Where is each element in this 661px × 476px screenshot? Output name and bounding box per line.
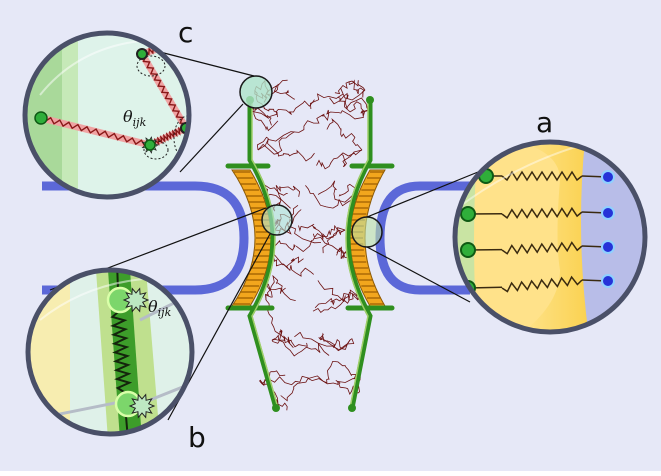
bead-green [461, 207, 475, 221]
bead-blue [602, 207, 614, 219]
panel-label-a: a [536, 106, 553, 139]
membrane-end-dot [272, 404, 280, 412]
panel-label-b: b [188, 421, 206, 454]
bead-blue [602, 241, 614, 253]
bead-blue [602, 171, 614, 183]
bead [35, 112, 47, 124]
panel-label-c: c [178, 16, 193, 49]
membrane-end-dot [348, 404, 356, 412]
bead [145, 140, 155, 150]
bead [137, 49, 147, 59]
bead-blue [602, 275, 614, 287]
zoom-spot-a [352, 217, 382, 247]
bead-green [461, 243, 475, 257]
zoom-spot-b [262, 205, 292, 235]
lens-c-membrane-edge [62, 33, 78, 203]
membrane-end-dot [366, 96, 374, 104]
zoom-spot-c [240, 76, 272, 108]
